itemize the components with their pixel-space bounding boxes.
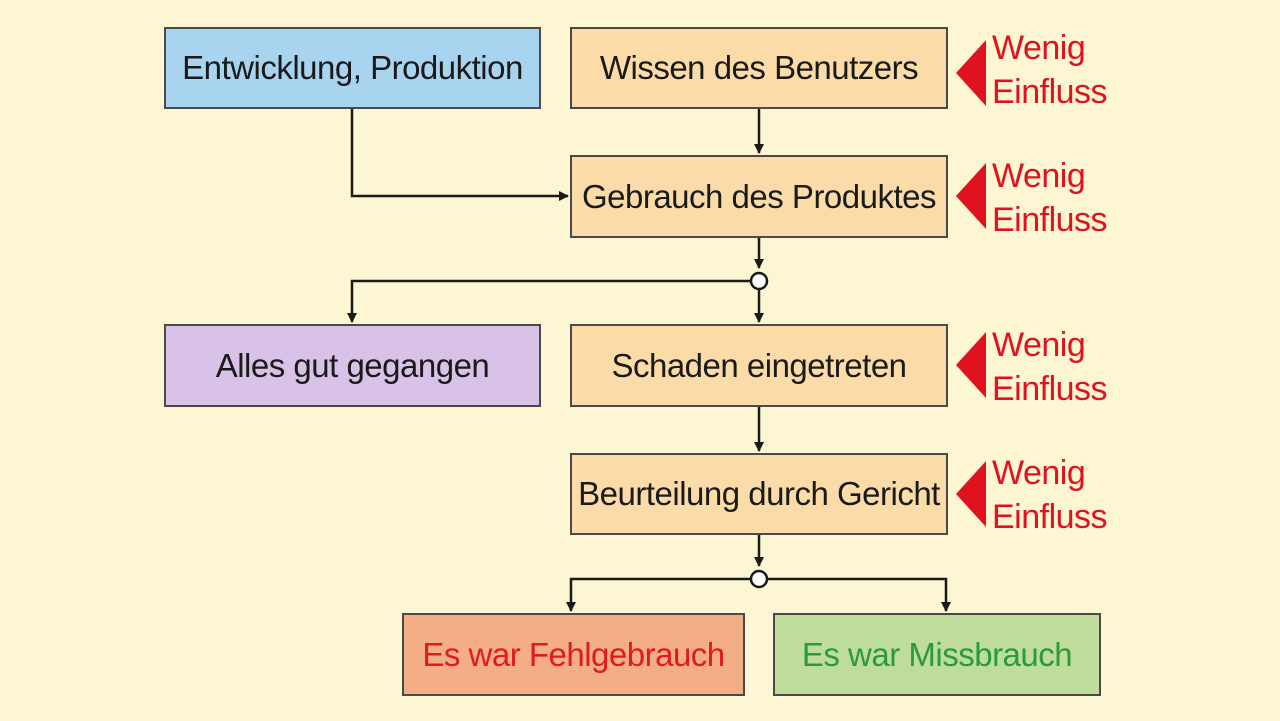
- box-court-label: Beurteilung durch Gericht: [578, 475, 940, 512]
- box-product-use-label: Gebrauch des Produktes: [581, 177, 937, 215]
- junction-node: [749, 271, 769, 291]
- influence-line1: Wenig: [992, 29, 1086, 67]
- influence-arrow-icon: [956, 461, 986, 527]
- box-misuse-abuse: Es war Missbrauch: [773, 613, 1101, 696]
- box-user-knowledge: Wissen des Benutzers: [570, 27, 948, 109]
- influence-line2: Einfluss: [992, 201, 1108, 239]
- influence-arrow-icon: [956, 163, 986, 229]
- influence-arrow-icon: [956, 332, 986, 398]
- influence-line1: Wenig: [992, 454, 1086, 492]
- box-misuse-abuse-label: Es war Missbrauch: [801, 635, 1073, 673]
- box-user-knowledge-label: Wissen des Benutzers: [599, 49, 919, 86]
- box-all-good-label: Alles gut gegangen: [215, 346, 490, 384]
- box-misuse-error: Es war Fehlgebrauch: [402, 613, 745, 696]
- influence-label: Wenig Einfluss: [992, 323, 1108, 411]
- influence-label: Wenig Einfluss: [992, 451, 1108, 539]
- box-misuse-error-label: Es war Fehlgebrauch: [422, 635, 725, 673]
- influence-label: Wenig Einfluss: [992, 26, 1108, 114]
- influence-line2: Einfluss: [992, 370, 1108, 408]
- box-development: Entwicklung, Produktion: [164, 27, 541, 109]
- influence-line2: Einfluss: [992, 498, 1108, 536]
- box-development-label: Entwicklung, Produktion: [182, 49, 523, 86]
- influence-arrow-icon: [956, 40, 986, 106]
- influence-line1: Wenig: [992, 326, 1086, 364]
- box-damage: Schaden eingetreten: [570, 324, 948, 407]
- box-court: Beurteilung durch Gericht: [570, 453, 948, 535]
- influence-line1: Wenig: [992, 157, 1086, 195]
- box-all-good: Alles gut gegangen: [164, 324, 541, 407]
- box-damage-label: Schaden eingetreten: [611, 346, 907, 384]
- influence-line2: Einfluss: [992, 73, 1108, 111]
- box-product-use: Gebrauch des Produktes: [570, 155, 948, 238]
- junction-node: [749, 569, 769, 589]
- influence-label: Wenig Einfluss: [992, 154, 1108, 242]
